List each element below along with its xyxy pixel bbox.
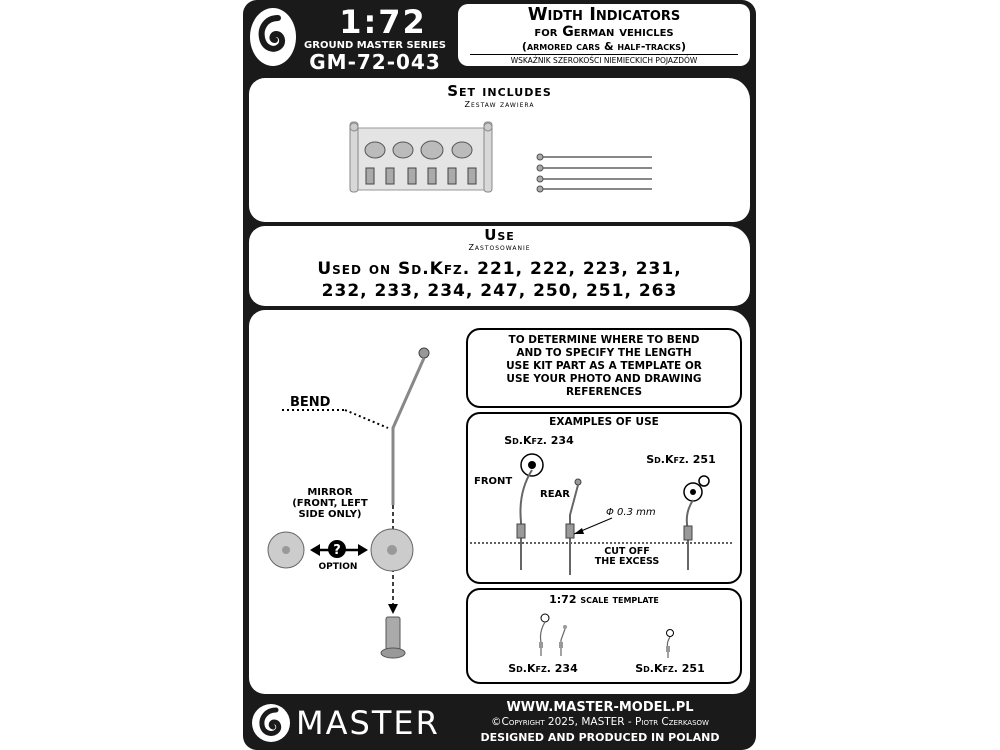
product-code: GM-72-043: [309, 50, 441, 74]
rear-label: REAR: [540, 489, 570, 500]
front-label: FRONT: [474, 476, 513, 487]
footer-logo: [250, 702, 292, 744]
option-label: OPTION: [318, 562, 358, 572]
scale-template-box: [466, 588, 742, 684]
template-title: 1:72 scale template: [549, 593, 659, 606]
bending-note-box: [466, 328, 742, 408]
use-vehicles-line-1: Used on Sd.Kfz. 221, 222, 223, 231,: [317, 259, 682, 279]
mirror-label-3: SIDE ONLY): [298, 509, 362, 520]
cut-label-2: THE EXCESS: [594, 556, 660, 567]
set-includes-subtitle: Zestaw zawiera: [464, 100, 535, 109]
note-line-2: AND TO SPECIFY THE LENGTH: [516, 347, 692, 359]
note-line-4: USE YOUR PHOTO AND DRAWING: [506, 373, 702, 385]
set-includes-panel: [249, 78, 750, 222]
template-vehicle-251: Sd.Kfz. 251: [635, 662, 705, 675]
product-subtitle-2: (armored cars & half-tracks): [521, 40, 687, 53]
product-subtitle-1: for German vehicles: [534, 24, 674, 40]
note-line-5: REFERENCES: [565, 386, 643, 398]
template-vehicle-234: Sd.Kfz. 234: [508, 662, 578, 675]
title-panel: [458, 4, 750, 66]
use-panel: [249, 226, 750, 306]
master-logo-icon: [250, 8, 296, 66]
title-divider: [470, 54, 738, 55]
mirror-label-2: (FRONT, LEFT: [292, 498, 368, 509]
copyright-text: ©Copyright 2025, MASTER - Piotr Czerkaso…: [491, 716, 709, 728]
note-line-3: USE KIT PART AS A TEMPLATE OR: [506, 360, 702, 372]
polish-title: WSKAŹNIK SZEROKOŚCI NIEMIECKICH POJAZDÓW: [510, 56, 698, 65]
product-title: Width Indicators: [527, 4, 681, 25]
website-url: WWW.MASTER-MODEL.PL: [506, 700, 694, 715]
brand-name: MASTER: [296, 704, 440, 742]
diameter-label: Φ 0.3 mm: [606, 507, 656, 518]
examples-title: EXAMPLES OF USE: [549, 416, 659, 428]
logo-badge: [248, 6, 298, 68]
scale-label: 1:72: [339, 3, 427, 41]
use-subtitle: Zastosowanie: [468, 243, 531, 252]
set-includes-title: Set includes: [447, 82, 552, 100]
note-line-1: TO DETERMINE WHERE TO BEND: [508, 334, 700, 346]
bend-label: BEND: [290, 395, 331, 410]
use-title: Use: [484, 226, 515, 244]
made-in-text: DESIGNED AND PRODUCED IN POLAND: [480, 731, 720, 744]
use-vehicles-line-2: 232, 233, 234, 247, 250, 251, 263: [321, 281, 678, 301]
example-vehicle-234: Sd.Kfz. 234: [504, 434, 574, 447]
mirror-label-1: MIRROR: [307, 487, 353, 498]
master-footer-logo-icon: [252, 704, 290, 742]
series-label: GROUND MASTER SERIES: [304, 40, 446, 51]
cut-label-1: CUT OFF: [604, 546, 650, 557]
example-vehicle-251: Sd.Kfz. 251: [646, 453, 716, 466]
